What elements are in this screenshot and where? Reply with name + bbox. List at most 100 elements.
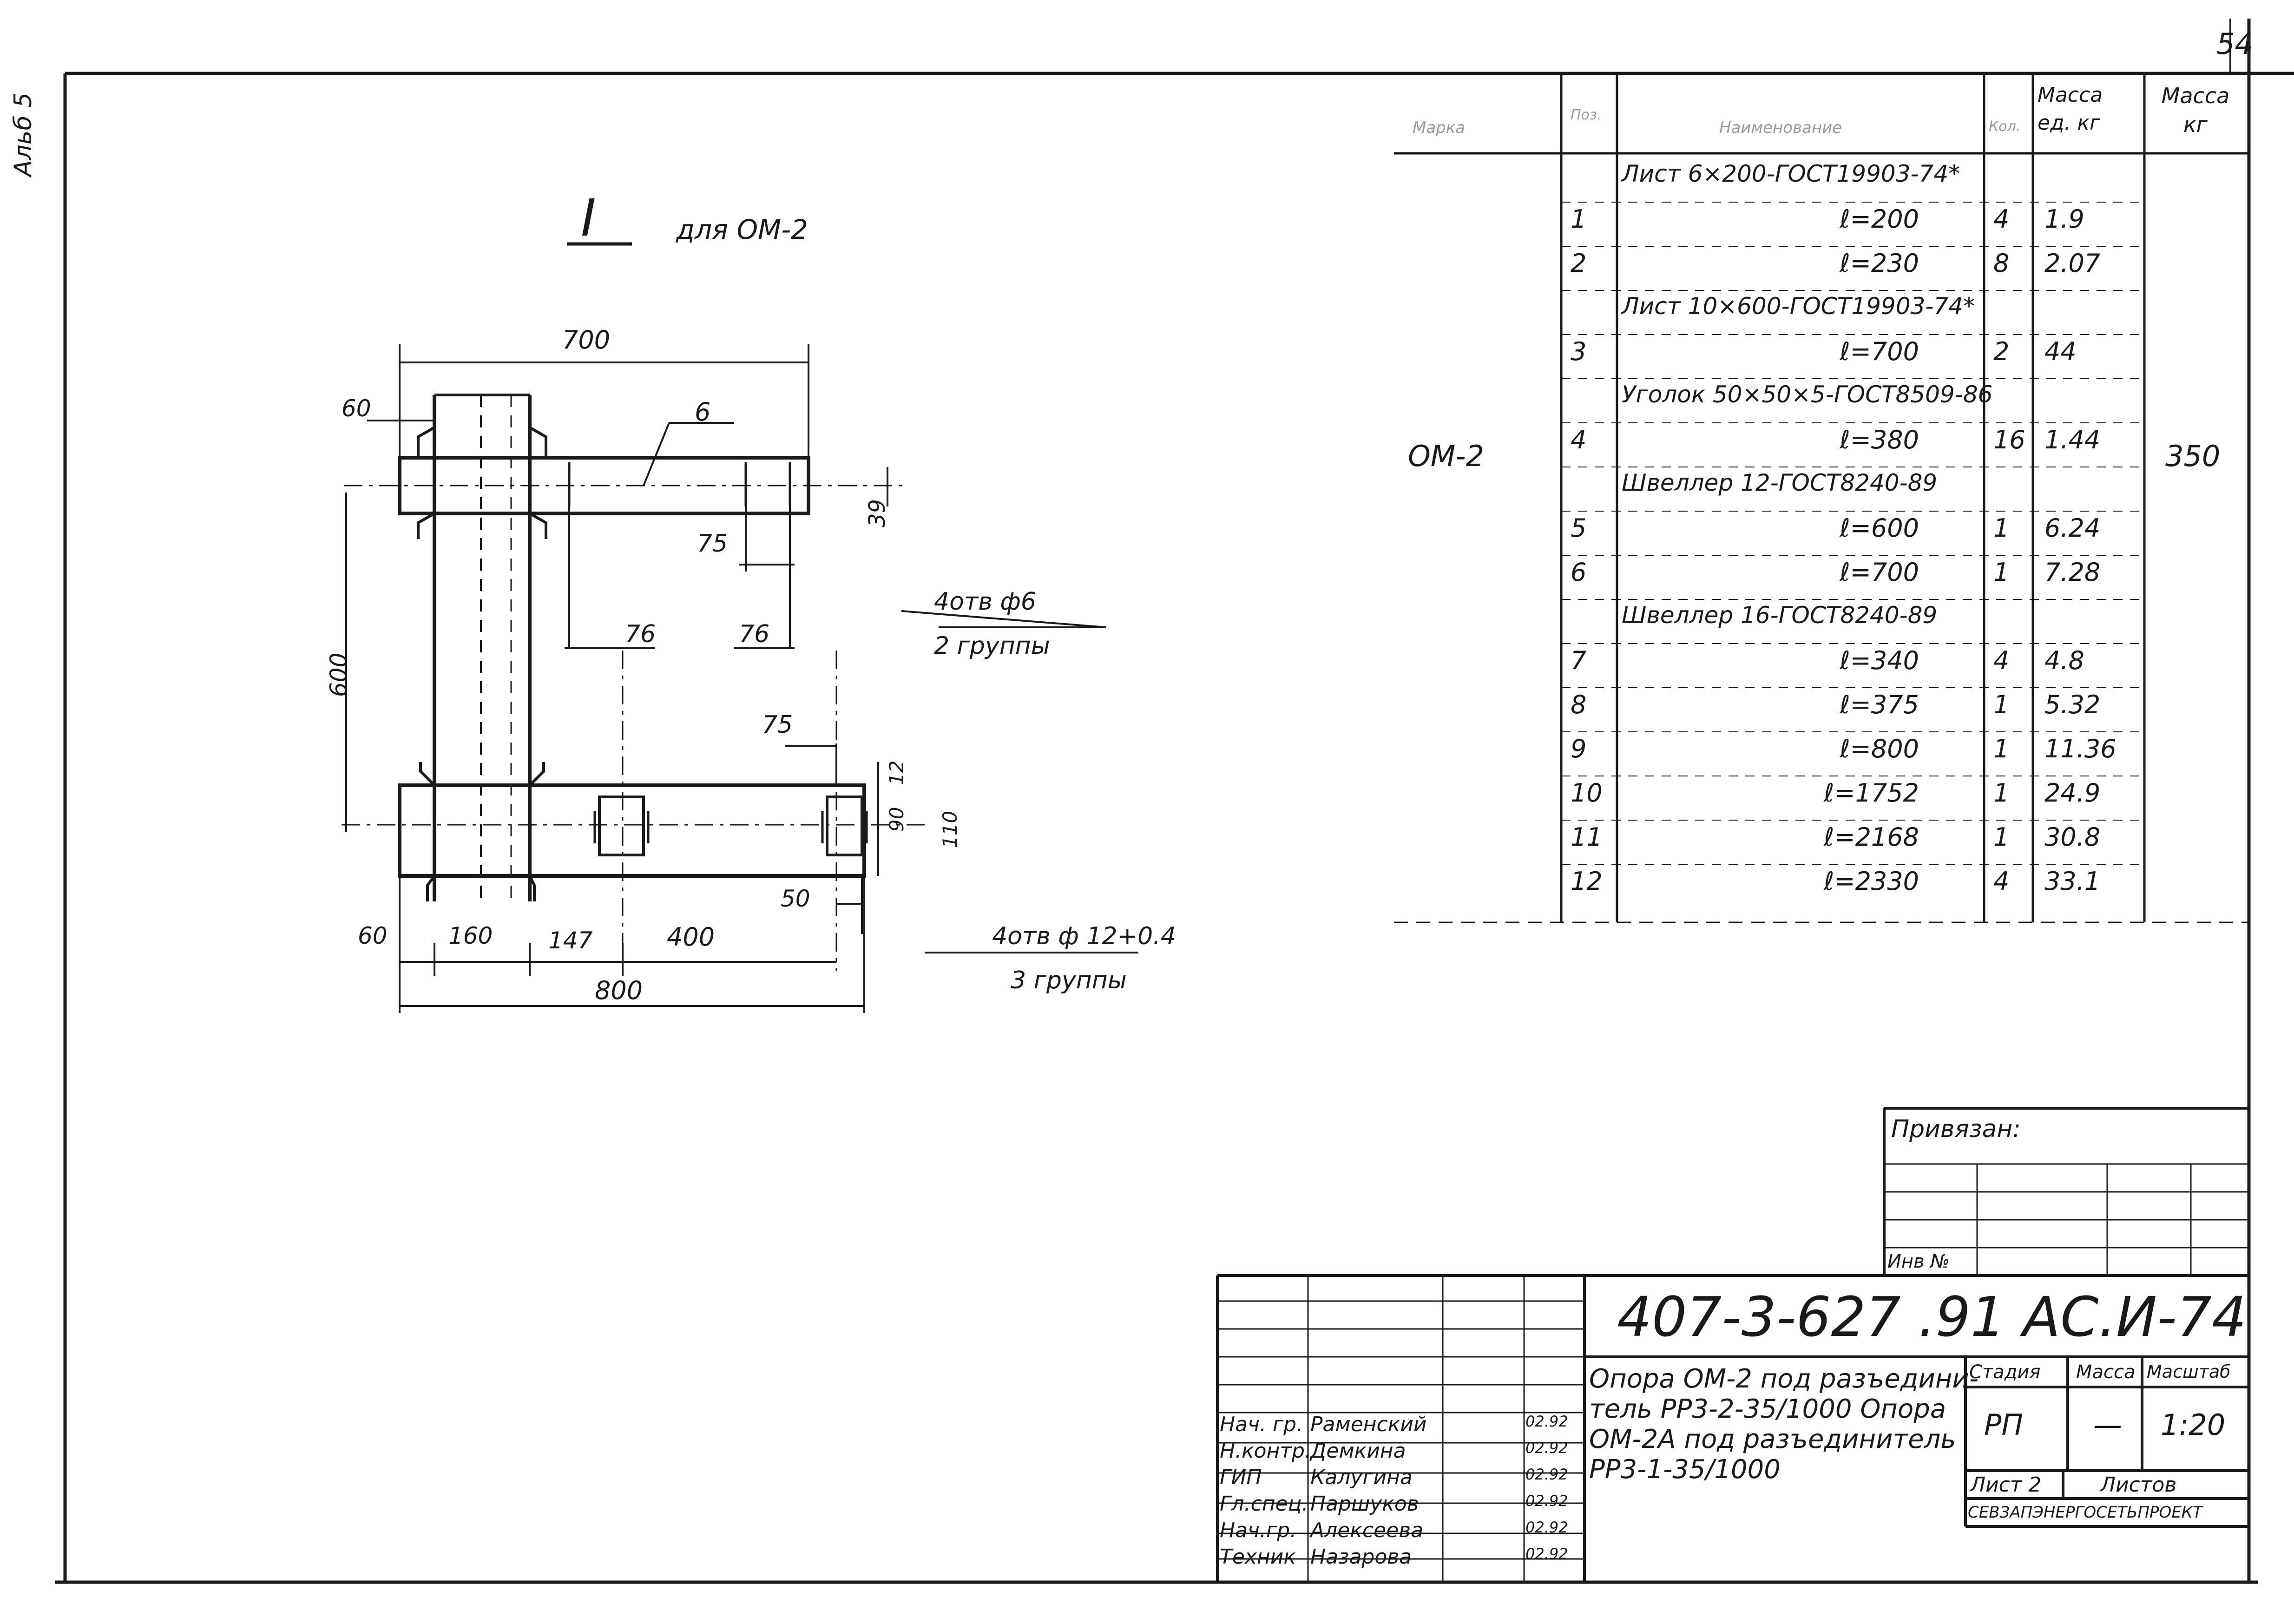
spec-row-qty: 1 (1993, 734, 2010, 763)
stamp-person-name: Демкина (1310, 1439, 1406, 1463)
dim-76-a: 76 (625, 620, 656, 648)
holes-top-line1: 4отв ф6 (934, 588, 1036, 616)
dim-800: 800 (595, 976, 643, 1005)
spec-row-qty: 4 (1993, 204, 2010, 234)
spec-row-pos: 11 (1571, 822, 1603, 852)
stamp-inv-label: Инв № (1887, 1251, 1950, 1272)
spec-row-pos: 4 (1571, 425, 1587, 454)
spec-table-row-lines (1561, 202, 2144, 865)
dim-400: 400 (667, 922, 715, 952)
stamp-sheets: Листов (2100, 1473, 2177, 1497)
stamp-person-role: Гл.спец. (1220, 1492, 1308, 1516)
stamp-code: 407-3-627 .91 АС.И-74 (1617, 1285, 2247, 1349)
spec-row-group-name: Уголок 50×50×5-ГОСТ8509-86 (1622, 381, 1993, 408)
dim-right-39: 39 (864, 499, 890, 527)
spec-row-length: ℓ=700 (1840, 558, 1919, 587)
spec-mark: ОМ-2 (1408, 439, 1485, 473)
stamp-person-name: Назарова (1310, 1545, 1412, 1569)
stamp-mass: — (2093, 1408, 2122, 1442)
spec-row-length: ℓ=1752 (1824, 778, 1919, 808)
page-number: 54 (2216, 27, 2253, 61)
spec-row-pos: 7 (1571, 646, 1587, 675)
spec-row-qty: 1 (1993, 690, 2010, 719)
spec-row-mass: 1.9 (2044, 204, 2084, 234)
spec-row-mass: 1.44 (2044, 425, 2101, 454)
stamp-person-role: Техник (1220, 1545, 1296, 1569)
dim-160: 160 (448, 922, 493, 949)
spec-row-qty: 1 (1993, 822, 2010, 852)
spec-table-grid (1394, 73, 2249, 923)
spec-header-pos: Поз. (1571, 107, 1602, 123)
spec-row-pos: 2 (1571, 249, 1587, 278)
spec-row-group-name: Швеллер 16-ГОСТ8240-89 (1622, 602, 1938, 629)
view-marker: I (581, 188, 596, 248)
stamp-person-role: Нач. гр. (1220, 1413, 1303, 1436)
spec-row-qty: 4 (1993, 646, 2010, 675)
spec-row-length: ℓ=340 (1840, 646, 1919, 675)
view-caption: для ОМ-2 (676, 214, 808, 245)
spec-row-pos: 1 (1571, 204, 1587, 234)
spec-row-qty: 1 (1993, 513, 2010, 543)
spec-row-pos: 6 (1571, 558, 1587, 587)
stamp-person-name: Паршуков (1310, 1492, 1419, 1516)
holes-bottom-line2: 3 группы (1011, 967, 1127, 994)
stamp-mass-label: Масса (2076, 1361, 2136, 1383)
spec-row-pos: 10 (1571, 778, 1603, 808)
spec-row-pos: 12 (1571, 867, 1603, 896)
dim-50: 50 (781, 885, 810, 912)
stamp-title-line3: ОМ-2А под разъединитель (1589, 1424, 1956, 1454)
spec-row-qty: 1 (1993, 558, 2010, 587)
spec-row-length: ℓ=230 (1840, 249, 1919, 278)
stamp-title-line1: Опора ОМ-2 под разъедини- (1589, 1364, 1979, 1394)
spec-header-mass: Масса кг (2161, 83, 2230, 137)
spec-header-mark: Марка (1413, 118, 1466, 137)
dim-left-offset-top: 60 (342, 395, 371, 422)
stamp-scale: 1:20 (2161, 1408, 2226, 1442)
spec-row-group-name: Лист 6×200-ГОСТ19903-74* (1622, 160, 1960, 187)
dim-147: 147 (548, 927, 593, 954)
stamp-person-name: Калугина (1310, 1466, 1413, 1489)
holes-top-line2: 2 группы (934, 632, 1050, 660)
spec-header-qty: Кол. (1989, 118, 2021, 135)
spec-row-pos: 5 (1571, 513, 1587, 543)
stamp-person-role: Нач.гр. (1220, 1519, 1297, 1542)
stamp-person-name: Алексеева (1310, 1519, 1424, 1542)
dim-75-top: 75 (697, 530, 728, 558)
spec-header-name: Наименование (1719, 118, 1842, 137)
spec-row-mass: 11.36 (2044, 734, 2117, 763)
dim-90: 90 (885, 807, 908, 832)
stamp-person-name: Раменский (1310, 1413, 1427, 1436)
spec-row-length: ℓ=2168 (1824, 822, 1919, 852)
stamp-scale-label: Масштаб (2147, 1361, 2231, 1382)
spec-row-mass: 2.07 (2044, 249, 2101, 278)
margin-note: Альб 5 (9, 92, 37, 177)
stamp-person-date: 02.92 (1525, 1492, 1568, 1510)
spec-row-length: ℓ=380 (1840, 425, 1919, 454)
stamp-title-line2: тель РР3-2-35/1000 Опора (1589, 1394, 1946, 1424)
stamp-stage: РП (1984, 1408, 2024, 1442)
stamp-person-role: ГИП (1220, 1466, 1262, 1489)
stamp-person-role: Н.контр. (1220, 1439, 1311, 1463)
spec-row-mass: 30.8 (2044, 822, 2101, 852)
spec-row-mass: 7.28 (2044, 558, 2101, 587)
stamp-sheet: Лист 2 (1970, 1473, 2042, 1497)
dim-76-b: 76 (739, 620, 770, 648)
spec-row-group-name: Швеллер 12-ГОСТ8240-89 (1622, 469, 1938, 496)
spec-row-pos: 3 (1571, 337, 1587, 366)
stamp-person-date: 02.92 (1525, 1466, 1568, 1483)
spec-row-pos: 8 (1571, 690, 1587, 719)
stamp-person-date: 02.92 (1525, 1519, 1568, 1536)
title-block-inner-lines (1217, 1163, 2249, 1582)
spec-header-unit-mass: Масса ед. кг (2038, 83, 2103, 135)
spec-row-length: ℓ=200 (1840, 204, 1919, 234)
spec-row-mass: 33.1 (2044, 867, 2101, 896)
spec-total-mass: 350 (2165, 439, 2221, 473)
spec-row-qty: 8 (1993, 249, 2010, 278)
stamp-person-date: 02.92 (1525, 1545, 1568, 1563)
spec-row-mass: 6.24 (2044, 513, 2101, 543)
spec-row-mass: 24.9 (2044, 778, 2101, 808)
spec-row-length: ℓ=800 (1840, 734, 1919, 763)
spec-row-group-name: Лист 10×600-ГОСТ19903-74* (1622, 293, 1975, 320)
spec-row-pos: 9 (1571, 734, 1587, 763)
